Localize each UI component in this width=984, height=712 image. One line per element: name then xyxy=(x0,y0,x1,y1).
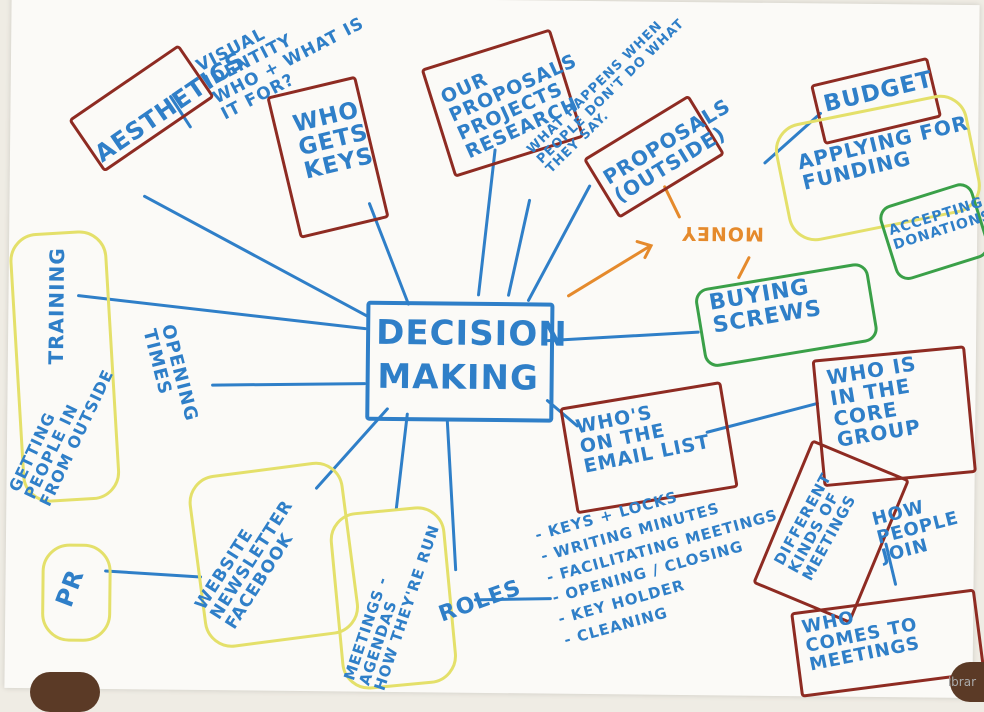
core-group-label: WHO IS IN THE CORE GROUP xyxy=(824,351,923,452)
center-title: DECISION MAKING xyxy=(375,312,568,399)
money-label: MONEY xyxy=(681,221,765,245)
connector-lines xyxy=(77,95,898,602)
thumb-bottom-left xyxy=(30,672,100,712)
watermark: ibrar xyxy=(947,675,976,689)
training-label: TRAINING xyxy=(43,247,70,365)
paper-sheet: DECISION MAKING AESTHETICS VISUAL IDENTI… xyxy=(4,0,984,699)
